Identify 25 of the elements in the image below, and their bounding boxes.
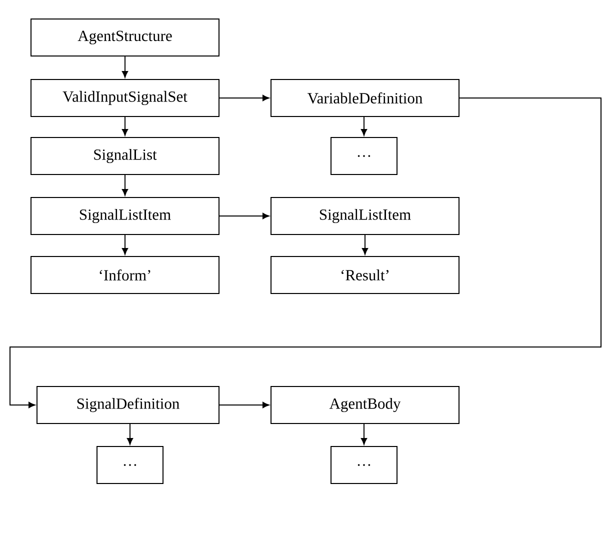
process-box: AgentBody (270, 386, 460, 424)
process-box: AgentStructure (30, 18, 220, 56)
arrow (126, 424, 134, 445)
arrow (122, 234, 128, 255)
process-box: SignalListItem (270, 197, 460, 235)
process-box: SignalList (30, 137, 220, 175)
arrow (219, 212, 270, 220)
process-box: VariableDefinition (270, 79, 460, 117)
arrow (362, 234, 368, 255)
process-box: ValidInputSignalSet (30, 79, 220, 117)
arrow (360, 116, 368, 136)
arrow (10, 98, 602, 408)
process-box: ‘Inform’ (30, 256, 220, 294)
process-box: … (330, 446, 398, 484)
process-box: … (330, 137, 398, 175)
process-box: … (96, 446, 164, 484)
arrow (219, 402, 270, 408)
process-box: ‘Result’ (270, 256, 460, 294)
arrow (360, 424, 368, 445)
arrow (122, 116, 128, 136)
arrow (219, 94, 270, 102)
process-box: SignalListItem (30, 197, 220, 235)
arrow (122, 174, 128, 196)
arrow (122, 56, 128, 78)
process-box: SignalDefinition (36, 386, 220, 424)
